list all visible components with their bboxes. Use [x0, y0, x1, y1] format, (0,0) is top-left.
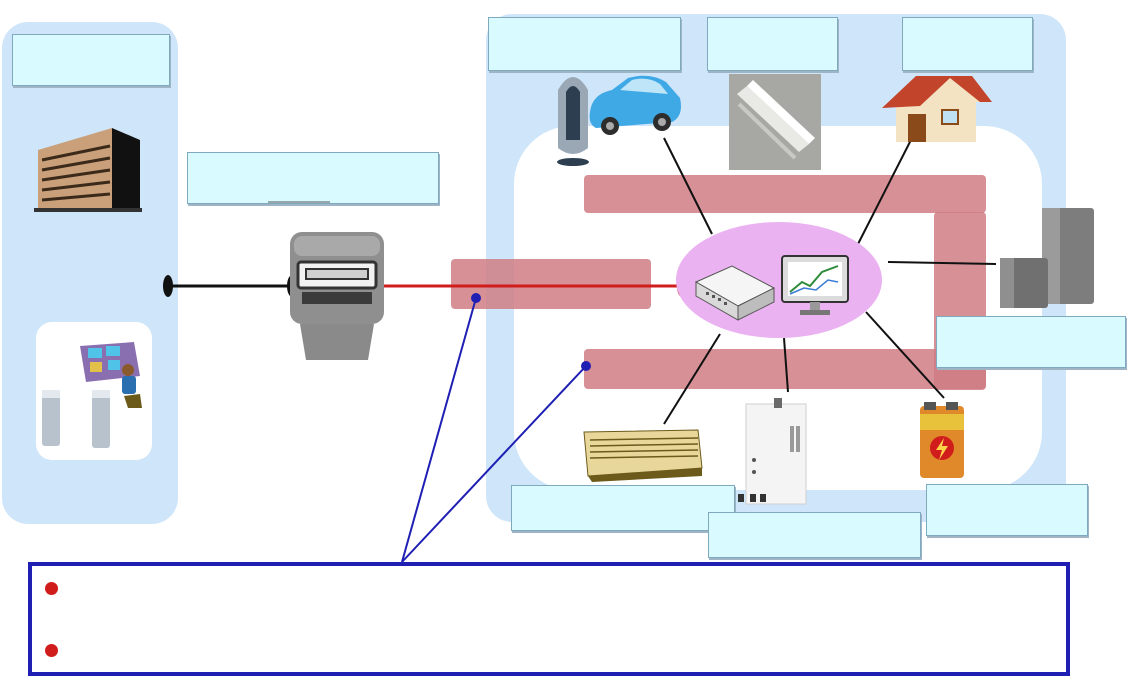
monitor-chart-icon — [780, 254, 850, 318]
storage-unit-icon — [998, 206, 1098, 310]
home-label-vehicle — [488, 17, 681, 71]
home-label-house — [902, 17, 1033, 71]
control-room-icon — [38, 336, 150, 452]
fluorescent-light-icon — [729, 74, 821, 170]
band-top — [584, 175, 986, 213]
electric-car-icon — [586, 72, 684, 140]
water-heater-icon — [736, 398, 810, 506]
supplier-label — [12, 34, 170, 86]
air-conditioner-icon — [582, 426, 704, 484]
office-building-icon — [32, 122, 144, 214]
home-gateway-icon — [694, 262, 776, 322]
smart-meter-icon — [286, 230, 388, 362]
note-bullet-1 — [45, 582, 58, 595]
home-label-lighting — [707, 17, 838, 71]
house-icon — [880, 72, 992, 144]
bottom-label-aircon — [511, 485, 735, 531]
bottom-label-heater — [708, 512, 921, 558]
meter-label — [187, 152, 439, 204]
storage-label — [936, 316, 1126, 368]
band-middle — [451, 259, 651, 309]
note-box — [28, 562, 1070, 676]
air-purifier-icon — [554, 70, 592, 168]
bottom-label-battery — [926, 484, 1088, 536]
note-bullet-2 — [45, 644, 58, 657]
battery-icon — [916, 398, 968, 482]
